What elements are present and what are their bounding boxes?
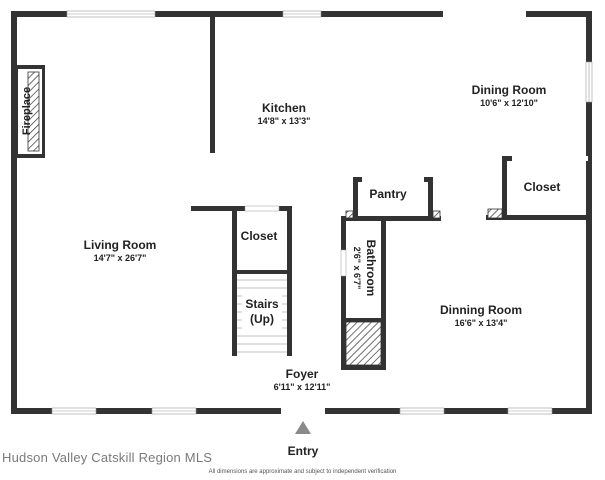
pantry-label: Pantry (369, 187, 407, 201)
bathroom-label: Bathroom (364, 240, 378, 297)
dinning-room-label: Dinning Room (440, 303, 522, 317)
dining-room-dimensions: 10'6" x 12'10" (480, 98, 538, 108)
fireplace-label: Fireplace (21, 87, 33, 135)
interior-openings (244, 156, 588, 277)
dining-room-label: Dining Room (472, 83, 547, 97)
kitchen-label: Kitchen (262, 101, 306, 115)
fireplace (14, 65, 45, 158)
entry-label: Entry (288, 444, 319, 458)
foyer-label: Foyer (286, 367, 319, 381)
hatched-chases (345, 208, 503, 366)
living-room-dimensions: 14'7" x 26'7" (94, 253, 147, 263)
living-room-label: Living Room (84, 238, 157, 252)
foyer-dimensions: 6'11" x 12'11" (274, 382, 331, 392)
stair-label-bg (242, 293, 282, 329)
kitchen-dimensions: 14'8" x 13'3" (258, 116, 311, 126)
bathroom-dimensions: 2'6" x 6'7" (352, 247, 362, 290)
stairs-label: Stairs (245, 297, 279, 311)
stairs-direction-label: (Up) (250, 312, 274, 326)
closet-right-label: Closet (524, 180, 561, 194)
windows (51, 10, 593, 415)
dinning-room-dimensions: 16'6" x 13'4" (455, 318, 508, 328)
disclaimer-text: All dimensions are approximate and subje… (208, 469, 397, 475)
closet-center-label: Closet (241, 229, 278, 243)
entry-arrow-icon (295, 421, 311, 434)
mls-watermark: Hudson Valley Catskill Region MLS (2, 450, 213, 465)
